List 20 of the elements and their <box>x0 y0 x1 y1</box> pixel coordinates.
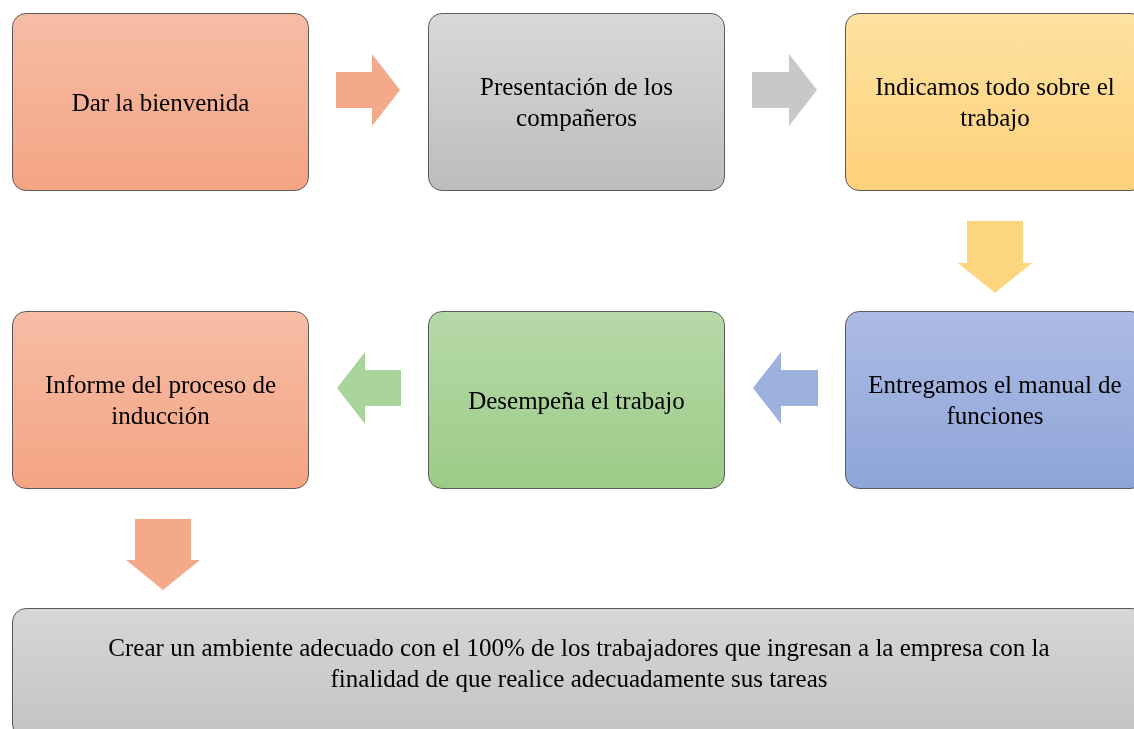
process-box <box>428 13 725 191</box>
block-arrow <box>126 519 200 590</box>
process-box <box>12 311 309 489</box>
box-text: Presentación de los compañeros <box>479 72 674 133</box>
process-box <box>845 311 1134 489</box>
process-box <box>845 13 1134 191</box>
box-text: Crear un ambiente adecuado con el 100% de los trabajadores que ingresan a la empresa con la finalidad de que realice adecuadamente sus tareas <box>107 633 1051 694</box>
box-text: Dar la bienvenida <box>71 87 250 118</box>
box-text: Desempeña el trabajo <box>468 385 685 416</box>
block-arrow <box>753 352 818 424</box>
block-arrow <box>752 54 817 126</box>
process-box <box>12 608 1134 729</box>
box-text: Informe del proceso de inducción <box>43 370 278 431</box>
block-arrow <box>337 352 401 424</box>
box-text: Indicamos todo sobre el trabajo <box>874 72 1116 133</box>
block-arrow <box>958 221 1032 293</box>
process-box <box>428 311 725 489</box>
box-text: Entregamos el manual de funciones <box>868 370 1122 431</box>
block-arrow <box>336 54 400 126</box>
process-box <box>12 13 309 191</box>
